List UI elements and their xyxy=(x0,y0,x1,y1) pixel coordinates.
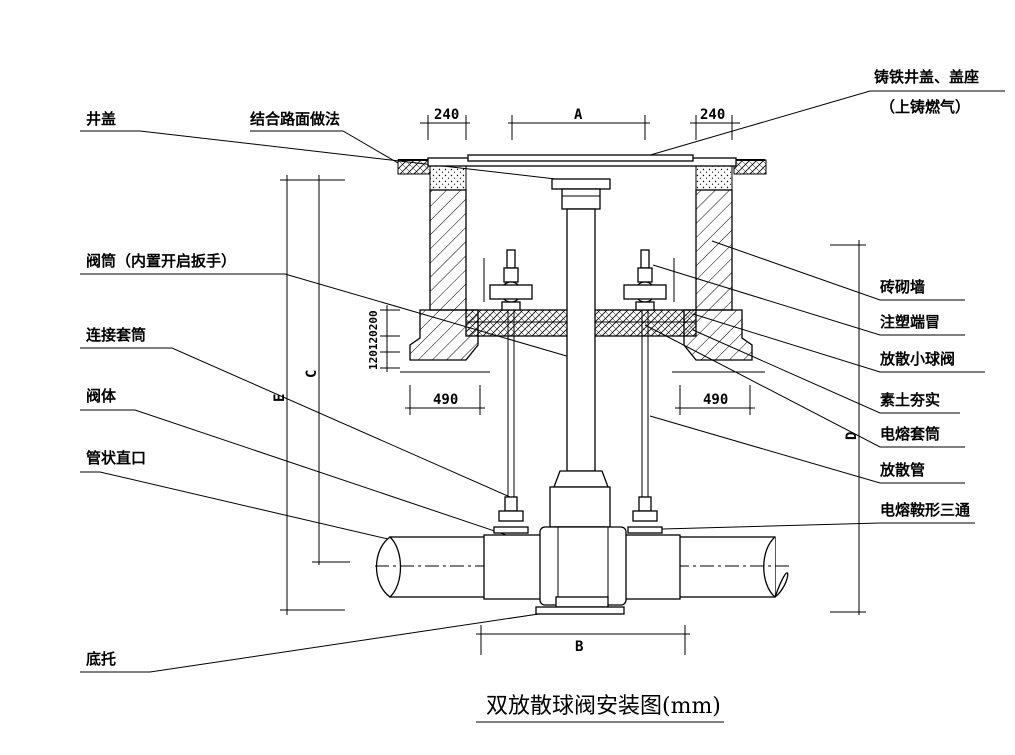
label-vent-pipe: 放散管 xyxy=(879,461,925,479)
label-base-support: 底托 xyxy=(86,650,116,668)
label-brick-wall: 砖砌墙 xyxy=(880,278,925,296)
label-road-surface: 结合路面做法 xyxy=(250,110,340,128)
label-valve-body: 阀体 xyxy=(86,387,117,405)
label-cast-iron-cover-1: 铸铁井盖、盖座 xyxy=(874,68,979,86)
label-injection-end-cap: 注塑端冒 xyxy=(880,313,940,331)
dim-stack-120-120-200: 120120200 xyxy=(367,310,380,370)
label-electrofusion-saddle-tee: 电熔鞍形三通 xyxy=(880,501,970,519)
base-support xyxy=(535,606,625,615)
connecting-sleeve xyxy=(549,486,611,528)
label-valve-tube: 阀筒（内置开启扳手） xyxy=(86,252,236,270)
label-compacted-soil: 素土夯实 xyxy=(880,391,940,409)
valve-body xyxy=(539,526,627,606)
dim-D: D xyxy=(844,432,860,440)
drawing-title: 双放散球阀安装图(mm) xyxy=(486,694,721,719)
dim-240-right: 240 xyxy=(700,107,725,123)
label-small-vent-ball-valve: 放散小球阀 xyxy=(879,350,955,368)
vent-pipe xyxy=(566,208,596,472)
dim-A: A xyxy=(574,107,583,123)
small-vent-valve-left xyxy=(483,249,533,534)
label-connecting-sleeve: 连接套筒 xyxy=(86,326,146,344)
dim-240-left: 240 xyxy=(434,107,459,123)
dim-490-right: 490 xyxy=(703,392,728,408)
dimension-lines xyxy=(280,115,866,655)
central-assembly xyxy=(549,178,611,536)
brick-wall-right xyxy=(695,189,733,311)
dim-C: C xyxy=(304,370,320,378)
small-vent-valve-right xyxy=(623,249,675,534)
dim-E: E xyxy=(272,394,288,402)
label-electrofusion-sleeve: 电熔套筒 xyxy=(880,425,940,443)
label-well-cover: 井盖 xyxy=(86,110,116,128)
dim-490-left: 490 xyxy=(433,392,458,408)
label-cast-iron-cover-2: （上铸燃气） xyxy=(880,98,970,116)
label-tubular-straight-end: 管状直口 xyxy=(86,449,146,467)
dim-B: B xyxy=(575,639,583,655)
main-pipe xyxy=(375,526,790,615)
leader-lines xyxy=(80,90,1005,673)
brick-wall-left xyxy=(429,189,467,311)
